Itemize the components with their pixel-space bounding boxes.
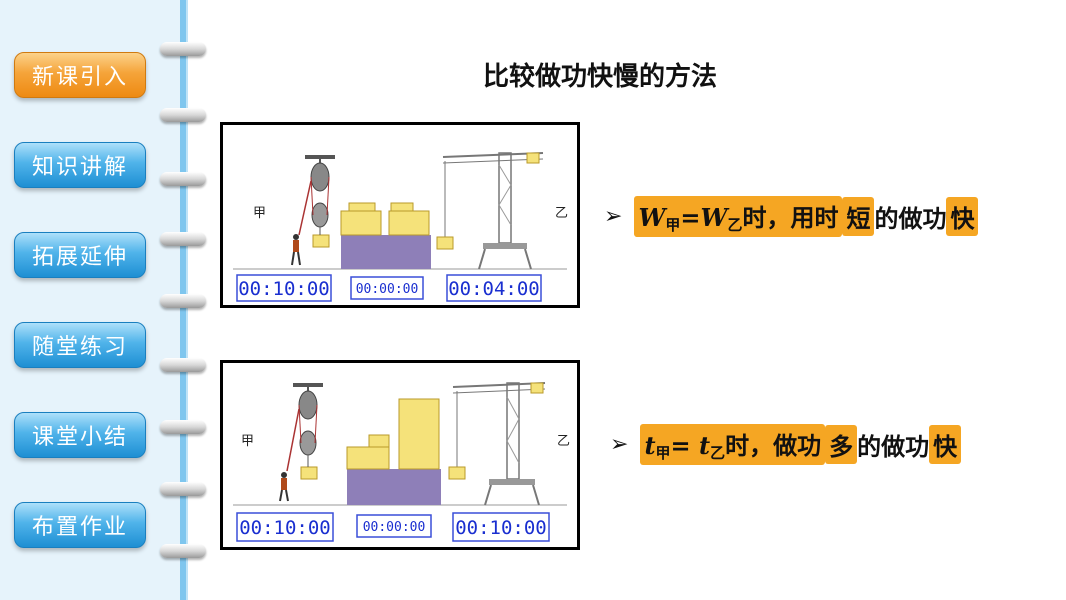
statement-2-condition: t甲= t乙时，做功 (640, 424, 826, 465)
svg-text:00:00:00: 00:00:00 (363, 520, 426, 535)
svg-text:00:10:00: 00:10:00 (455, 517, 547, 539)
timer-center: 00:00:00 (356, 514, 432, 538)
timer-left: 00:10:00 (236, 512, 334, 542)
nav-item-knowledge[interactable]: 知识讲解 (14, 142, 146, 188)
statement-1-text: 的做功 (874, 205, 947, 233)
statement-2-keyword: 多 (825, 425, 858, 464)
block-stack-left (346, 434, 390, 470)
statement-1-result: 快 (946, 197, 979, 236)
label-jia: 甲 (253, 206, 266, 221)
svg-text:00:10:00: 00:10:00 (239, 517, 331, 539)
nav-item-practice[interactable]: 随堂练习 (14, 322, 146, 368)
statement-1-condition: W甲=W乙时，用时 (634, 196, 843, 237)
worker-icon (279, 472, 289, 502)
binder-ring (160, 172, 206, 186)
arrow-right-icon: ➢ (610, 432, 629, 457)
scene-image-1: 甲 (220, 122, 580, 308)
label-jia: 甲 (241, 434, 254, 449)
statement-1: ➢ W甲=W乙时，用时 短 的做功 快 (604, 196, 979, 237)
binder-ring (160, 42, 206, 56)
nav-item-extension[interactable]: 拓展延伸 (14, 232, 146, 278)
timer-center: 00:00:00 (350, 276, 424, 300)
binder-ring (160, 420, 206, 434)
svg-text:00:00:00: 00:00:00 (356, 282, 419, 297)
arrow-right-icon: ➢ (604, 204, 623, 229)
statement-2: ➢ t甲= t乙时，做功 多 的做功 快 (610, 424, 962, 465)
sidebar (0, 0, 186, 600)
statement-1-keyword: 短 (842, 197, 875, 236)
timer-right: 00:04:00 (446, 274, 542, 302)
label-yi: 乙 (557, 434, 570, 449)
pulley-icon (286, 383, 323, 480)
nav-item-summary[interactable]: 课堂小结 (14, 412, 146, 458)
binder-ring (160, 544, 206, 558)
nav-item-intro[interactable]: 新课引入 (14, 52, 146, 98)
binder-ring (160, 482, 206, 496)
platform (341, 235, 431, 269)
timer-left: 00:10:00 (236, 274, 332, 302)
page-title: 比较做功快慢的方法 (482, 62, 717, 92)
binder-ring (160, 108, 206, 122)
binder-ring (160, 358, 206, 372)
platform (347, 469, 441, 505)
crane-icon (448, 382, 546, 506)
timer-right: 00:10:00 (452, 512, 550, 542)
svg-text:00:10:00: 00:10:00 (238, 278, 330, 300)
binder-ring (160, 232, 206, 246)
block-stack-right (398, 398, 440, 470)
scene-image-2: 甲 (220, 360, 580, 550)
binder-ring (160, 294, 206, 308)
statement-2-text: 的做功 (857, 433, 930, 461)
nav-item-homework[interactable]: 布置作业 (14, 502, 146, 548)
label-yi: 乙 (555, 206, 568, 221)
statement-2-result: 快 (929, 425, 962, 464)
worker-icon (291, 234, 301, 266)
crane-icon (436, 152, 544, 270)
block-stack-left (340, 202, 382, 236)
block-stack-right (388, 202, 430, 236)
svg-text:00:04:00: 00:04:00 (448, 278, 540, 300)
pulley-icon (298, 155, 335, 248)
